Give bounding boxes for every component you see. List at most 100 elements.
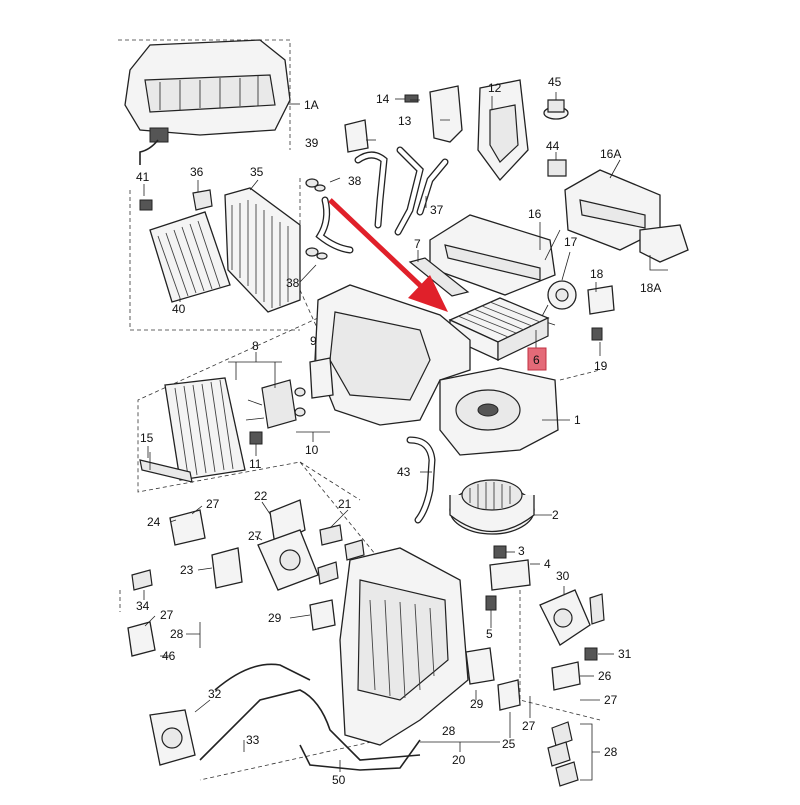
callout-32: 32: [208, 687, 222, 701]
valve-39: [344, 119, 369, 153]
leader-lines: [143, 92, 668, 781]
callout-39: 39: [305, 136, 319, 150]
callout-19: 19: [594, 359, 608, 373]
callout-9: 9: [310, 334, 317, 348]
callout-10: 10: [305, 443, 319, 457]
callout-22: 22: [254, 489, 268, 503]
resistor-4: [489, 559, 531, 591]
screw-3: [493, 545, 507, 559]
callout-17: 17: [564, 235, 578, 249]
callout-30: 30: [556, 569, 570, 583]
callout-45: 45: [548, 75, 562, 89]
screw-11: [249, 431, 263, 445]
screw-41: [139, 199, 153, 211]
sensor-26: [551, 661, 581, 691]
linkage-22: [257, 499, 319, 591]
heater-core-40: [149, 211, 231, 303]
callout-46: 46: [162, 649, 176, 663]
callout-8: 8: [252, 339, 259, 353]
arrow-head: [408, 275, 448, 312]
callout-37: 37: [430, 203, 444, 217]
callout-44: 44: [546, 139, 560, 153]
distribution-housing-20: [339, 547, 469, 746]
grommet-45: [543, 99, 569, 120]
highlight-arrow: [328, 198, 448, 312]
assembly-boundary-right: [519, 369, 601, 721]
callout-1A: 1A: [304, 98, 319, 112]
sensor-18: [587, 285, 615, 315]
clip-29: [309, 599, 336, 631]
callout-40: 40: [172, 302, 186, 316]
heater-housing-1a: [124, 39, 291, 165]
bolts-28: [547, 721, 579, 787]
callout-38-top: 38: [348, 174, 362, 188]
cabin-filter-6: [448, 297, 550, 362]
refrigerant-pipes-37: [315, 146, 449, 254]
drain-hose-43: [406, 436, 436, 524]
callout-4: 4: [544, 557, 551, 571]
callout-21: 21: [338, 497, 352, 511]
assembly-boundary-lower: [119, 317, 381, 781]
callout-33: 33: [246, 733, 260, 747]
screw-14: [395, 94, 419, 103]
callout-28-b: 28: [442, 724, 456, 738]
callout-18A: 18A: [640, 281, 661, 295]
callout-12: 12: [488, 81, 502, 95]
cover-13: [429, 85, 463, 143]
pipe-15: [139, 452, 193, 483]
clip-36: [192, 189, 213, 211]
callout-7: 7: [414, 237, 421, 251]
blower-motor-2: [449, 479, 535, 535]
callout-28-c: 28: [604, 745, 618, 759]
callout-38-mid: 38: [286, 276, 300, 290]
screw-19: [591, 327, 603, 341]
callout-27-d: 27: [604, 693, 618, 707]
callout-34: 34: [136, 599, 150, 613]
callout-16: 16: [528, 207, 542, 221]
actuator-24: [169, 509, 206, 546]
callout-27-a: 27: [206, 497, 220, 511]
o-rings-38: [305, 178, 328, 260]
seal-7: [408, 257, 470, 297]
clip-34: [131, 569, 153, 591]
callout-35: 35: [250, 165, 264, 179]
actuator-32: [149, 709, 196, 766]
callout-43: 43: [397, 465, 411, 479]
callout-41: 41: [136, 170, 150, 184]
callout-16A: 16A: [600, 147, 621, 161]
hvac-housing-1: [314, 284, 559, 456]
callout-24: 24: [147, 515, 161, 529]
callout-29-b: 29: [470, 697, 484, 711]
callout-20: 20: [452, 753, 466, 767]
wiring-harness-50: [199, 663, 421, 771]
callout-labels: 1A 45 12 14 13 39 44 16A 36 35 41 38 37 …: [136, 75, 661, 787]
actuator-30: [539, 589, 605, 646]
clip-44: [547, 159, 567, 177]
callout-15: 15: [140, 431, 154, 445]
screw-5: [485, 595, 497, 611]
expansion-valve-9: [294, 357, 334, 417]
callout-27-c: 27: [160, 608, 174, 622]
callout-50: 50: [332, 773, 346, 787]
callout-6: 6: [533, 353, 540, 367]
callout-3: 3: [518, 544, 525, 558]
callout-26: 26: [598, 669, 612, 683]
callout-2: 2: [552, 508, 559, 522]
callout-14: 14: [376, 92, 390, 106]
screw-31: [584, 647, 598, 661]
callout-13: 13: [398, 114, 412, 128]
callout-27-b: 27: [248, 529, 262, 543]
callout-11: 11: [249, 457, 262, 471]
actuator-17: [539, 280, 577, 326]
callout-23: 23: [180, 563, 194, 577]
callout-31: 31: [618, 647, 632, 661]
callout-5: 5: [486, 627, 493, 641]
air-distribution-16: [429, 214, 556, 296]
callout-27-e: 27: [522, 719, 536, 733]
callout-29: 29: [268, 611, 282, 625]
callout-28-a: 28: [170, 627, 184, 641]
evaporator-35: [224, 187, 301, 313]
actuator-23: [211, 547, 243, 589]
